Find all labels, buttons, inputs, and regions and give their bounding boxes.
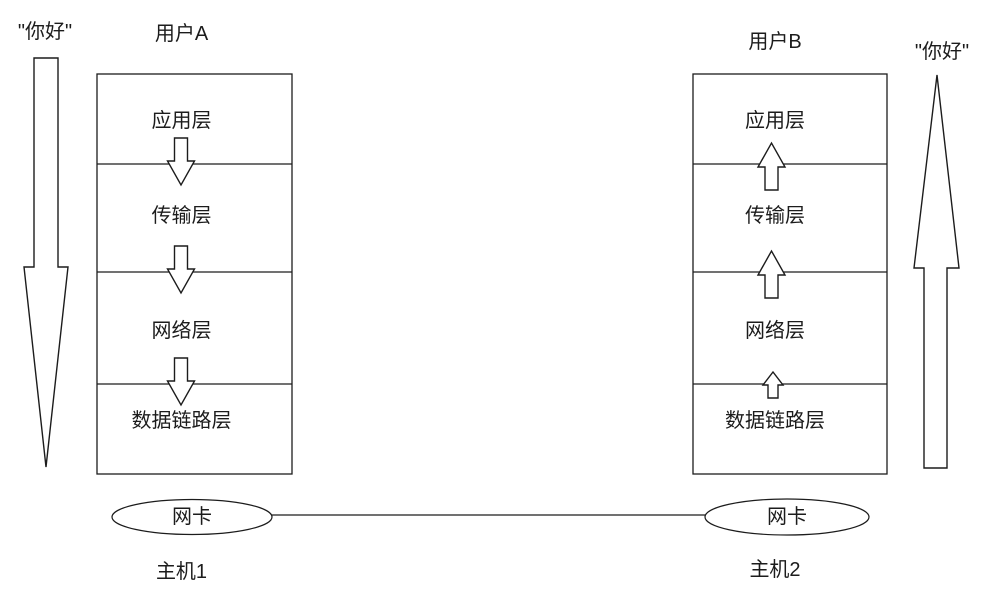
host1-layer-label-network: 网络层	[151, 320, 212, 342]
left-message-label: "你好"	[17, 21, 73, 43]
host2-label: 主机2	[749, 559, 801, 581]
host1-stack-box	[96, 73, 293, 475]
host1-down-arrow-icon-2	[166, 245, 196, 295]
host1-layer-label-application: 应用层	[151, 110, 212, 132]
host1-down-arrow-icon-3	[166, 357, 196, 407]
user-a-label: 用户A	[154, 23, 209, 45]
host1-nic-ellipse	[111, 498, 273, 536]
host2-nic-label: 网卡	[767, 506, 807, 528]
host2-up-arrow-icon-1	[756, 141, 787, 191]
user-b-label: 用户B	[748, 31, 802, 53]
host2-layer-label-datalink: 数据链路层	[725, 410, 825, 432]
host1-layer-label-datalink: 数据链路层	[131, 410, 232, 432]
host2-layer-label-transport: 传输层	[745, 205, 805, 227]
host2-stack-box	[692, 73, 888, 475]
host2-layer-label-network: 网络层	[745, 320, 805, 342]
host2-up-arrow-icon-2	[756, 249, 787, 299]
left-message-down-arrow	[23, 57, 69, 468]
right-message-label: "你好"	[914, 41, 970, 63]
host1-layer-label-transport: 传输层	[151, 205, 212, 227]
host2-layer-label-application: 应用层	[745, 110, 805, 132]
host2-up-arrow-icon-3	[761, 370, 785, 399]
right-message-up-arrow	[913, 74, 960, 469]
host2-nic-ellipse	[704, 498, 870, 536]
host1-nic-label: 网卡	[172, 506, 212, 528]
host1-label: 主机1	[155, 561, 208, 583]
host1-down-arrow-icon-1	[166, 137, 196, 187]
